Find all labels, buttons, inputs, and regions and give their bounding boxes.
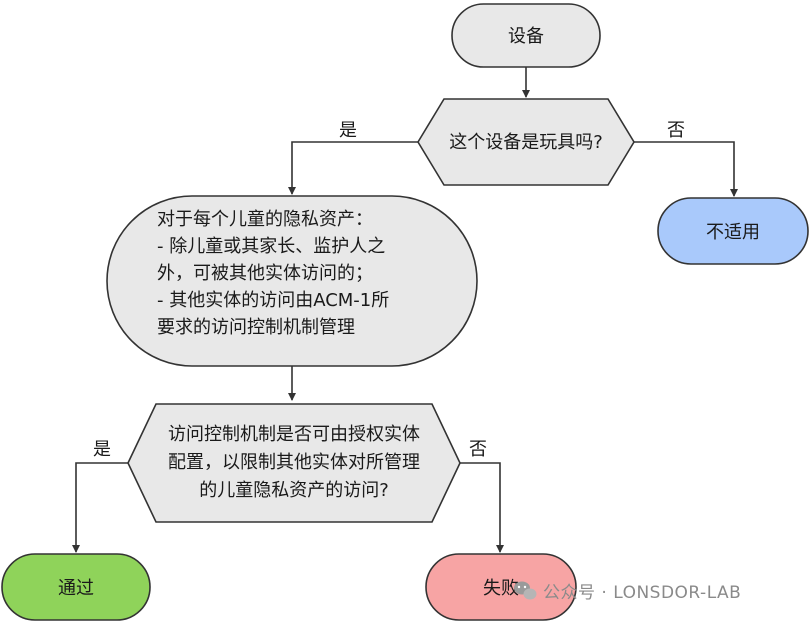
node-device-label: 设备 [508,26,544,47]
edge-label-toy-yes: 是 [339,120,357,141]
node-is-toy-label: 这个设备是玩具吗? [449,132,603,153]
node-is-toy: 这个设备是玩具吗? [417,98,635,186]
edge-label-acm-yes: 是 [93,439,111,460]
acm-config-line-2: 配置，以限制其他实体对所管理 [168,452,420,473]
edge-label-acm-no: 否 [469,439,487,460]
node-privacy-assets: 对于每个儿童的隐私资产： - 除儿童或其家长、监护人之 外，可被其他实体访问的；… [106,195,478,367]
node-pass: 通过 [1,553,151,621]
privacy-assets-line-2: - 除儿童或其家长、监护人之 [157,236,385,257]
edge-acm-yes [72,462,128,553]
privacy-assets-line-5: 要求的访问控制机制管理 [157,317,355,338]
privacy-assets-line-4: - 其他实体的访问由ACM-1所 [157,290,389,311]
privacy-assets-line-1: 对于每个儿童的隐私资产： [157,209,373,230]
node-acm-config: 访问控制机制是否可由授权实体 配置，以限制其他实体对所管理 的儿童隐私资产的访问… [127,403,461,523]
acm-config-line-3: 的儿童隐私资产的访问? [199,480,389,501]
watermark-text: 公众号 · LONSDOR-LAB [543,583,741,603]
node-device: 设备 [451,3,601,68]
node-not-applicable: 不适用 [657,197,809,265]
privacy-assets-line-3: 外，可被其他实体访问的； [157,263,373,284]
edge-toy-no [634,141,738,197]
node-pass-label: 通过 [58,578,94,599]
wechat-icon [514,581,537,600]
acm-config-line-1: 访问控制机制是否可由授权实体 [168,424,420,445]
connectors [72,67,738,553]
watermark: 公众号 · LONSDOR-LAB [514,581,741,603]
edge-toy-yes [288,141,418,195]
edge-acm-no [460,462,504,553]
node-fail-label: 失败 [483,578,519,599]
node-fail: 失败 [425,553,577,621]
edge-label-toy-no: 否 [667,120,685,141]
node-not-applicable-label: 不适用 [706,222,760,243]
